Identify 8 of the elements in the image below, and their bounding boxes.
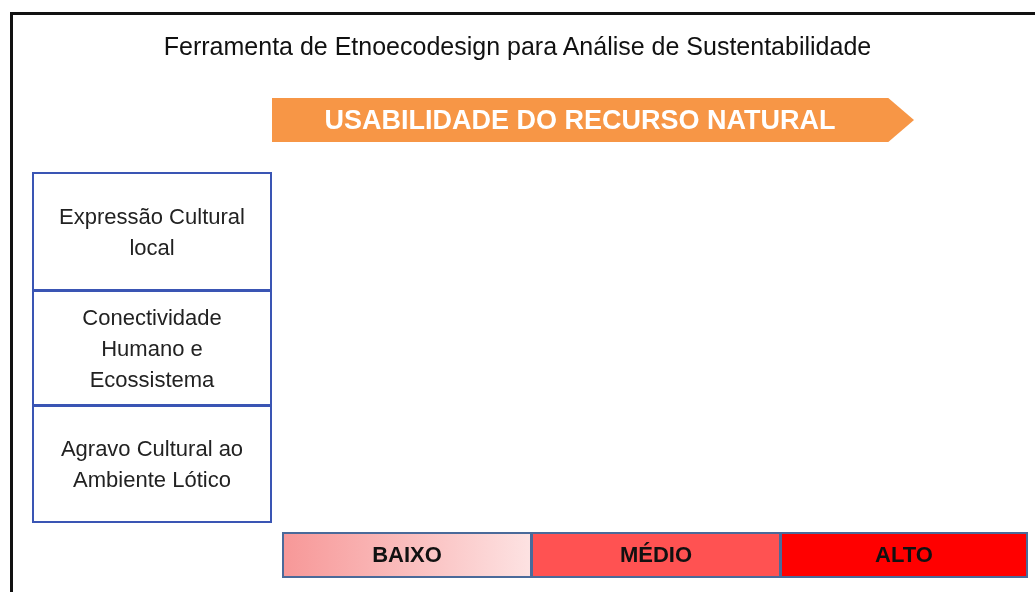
arrow-banner: USABILIDADE DO RECURSO NATURAL (272, 98, 914, 142)
criterion-box: Agravo Cultural ao Ambiente Lótico (32, 405, 272, 523)
scale-box: MÉDIO (531, 532, 781, 578)
scale-box: ALTO (780, 532, 1028, 578)
criterion-box: Conectividade Humano e Ecossistema (32, 290, 272, 406)
criterion-box: Expressão Cultural local (32, 172, 272, 291)
diagram-title: Ferramenta de Etnoecodesign para Análise de Sustentabilidade (162, 32, 873, 61)
scale-box: BAIXO (282, 532, 532, 578)
